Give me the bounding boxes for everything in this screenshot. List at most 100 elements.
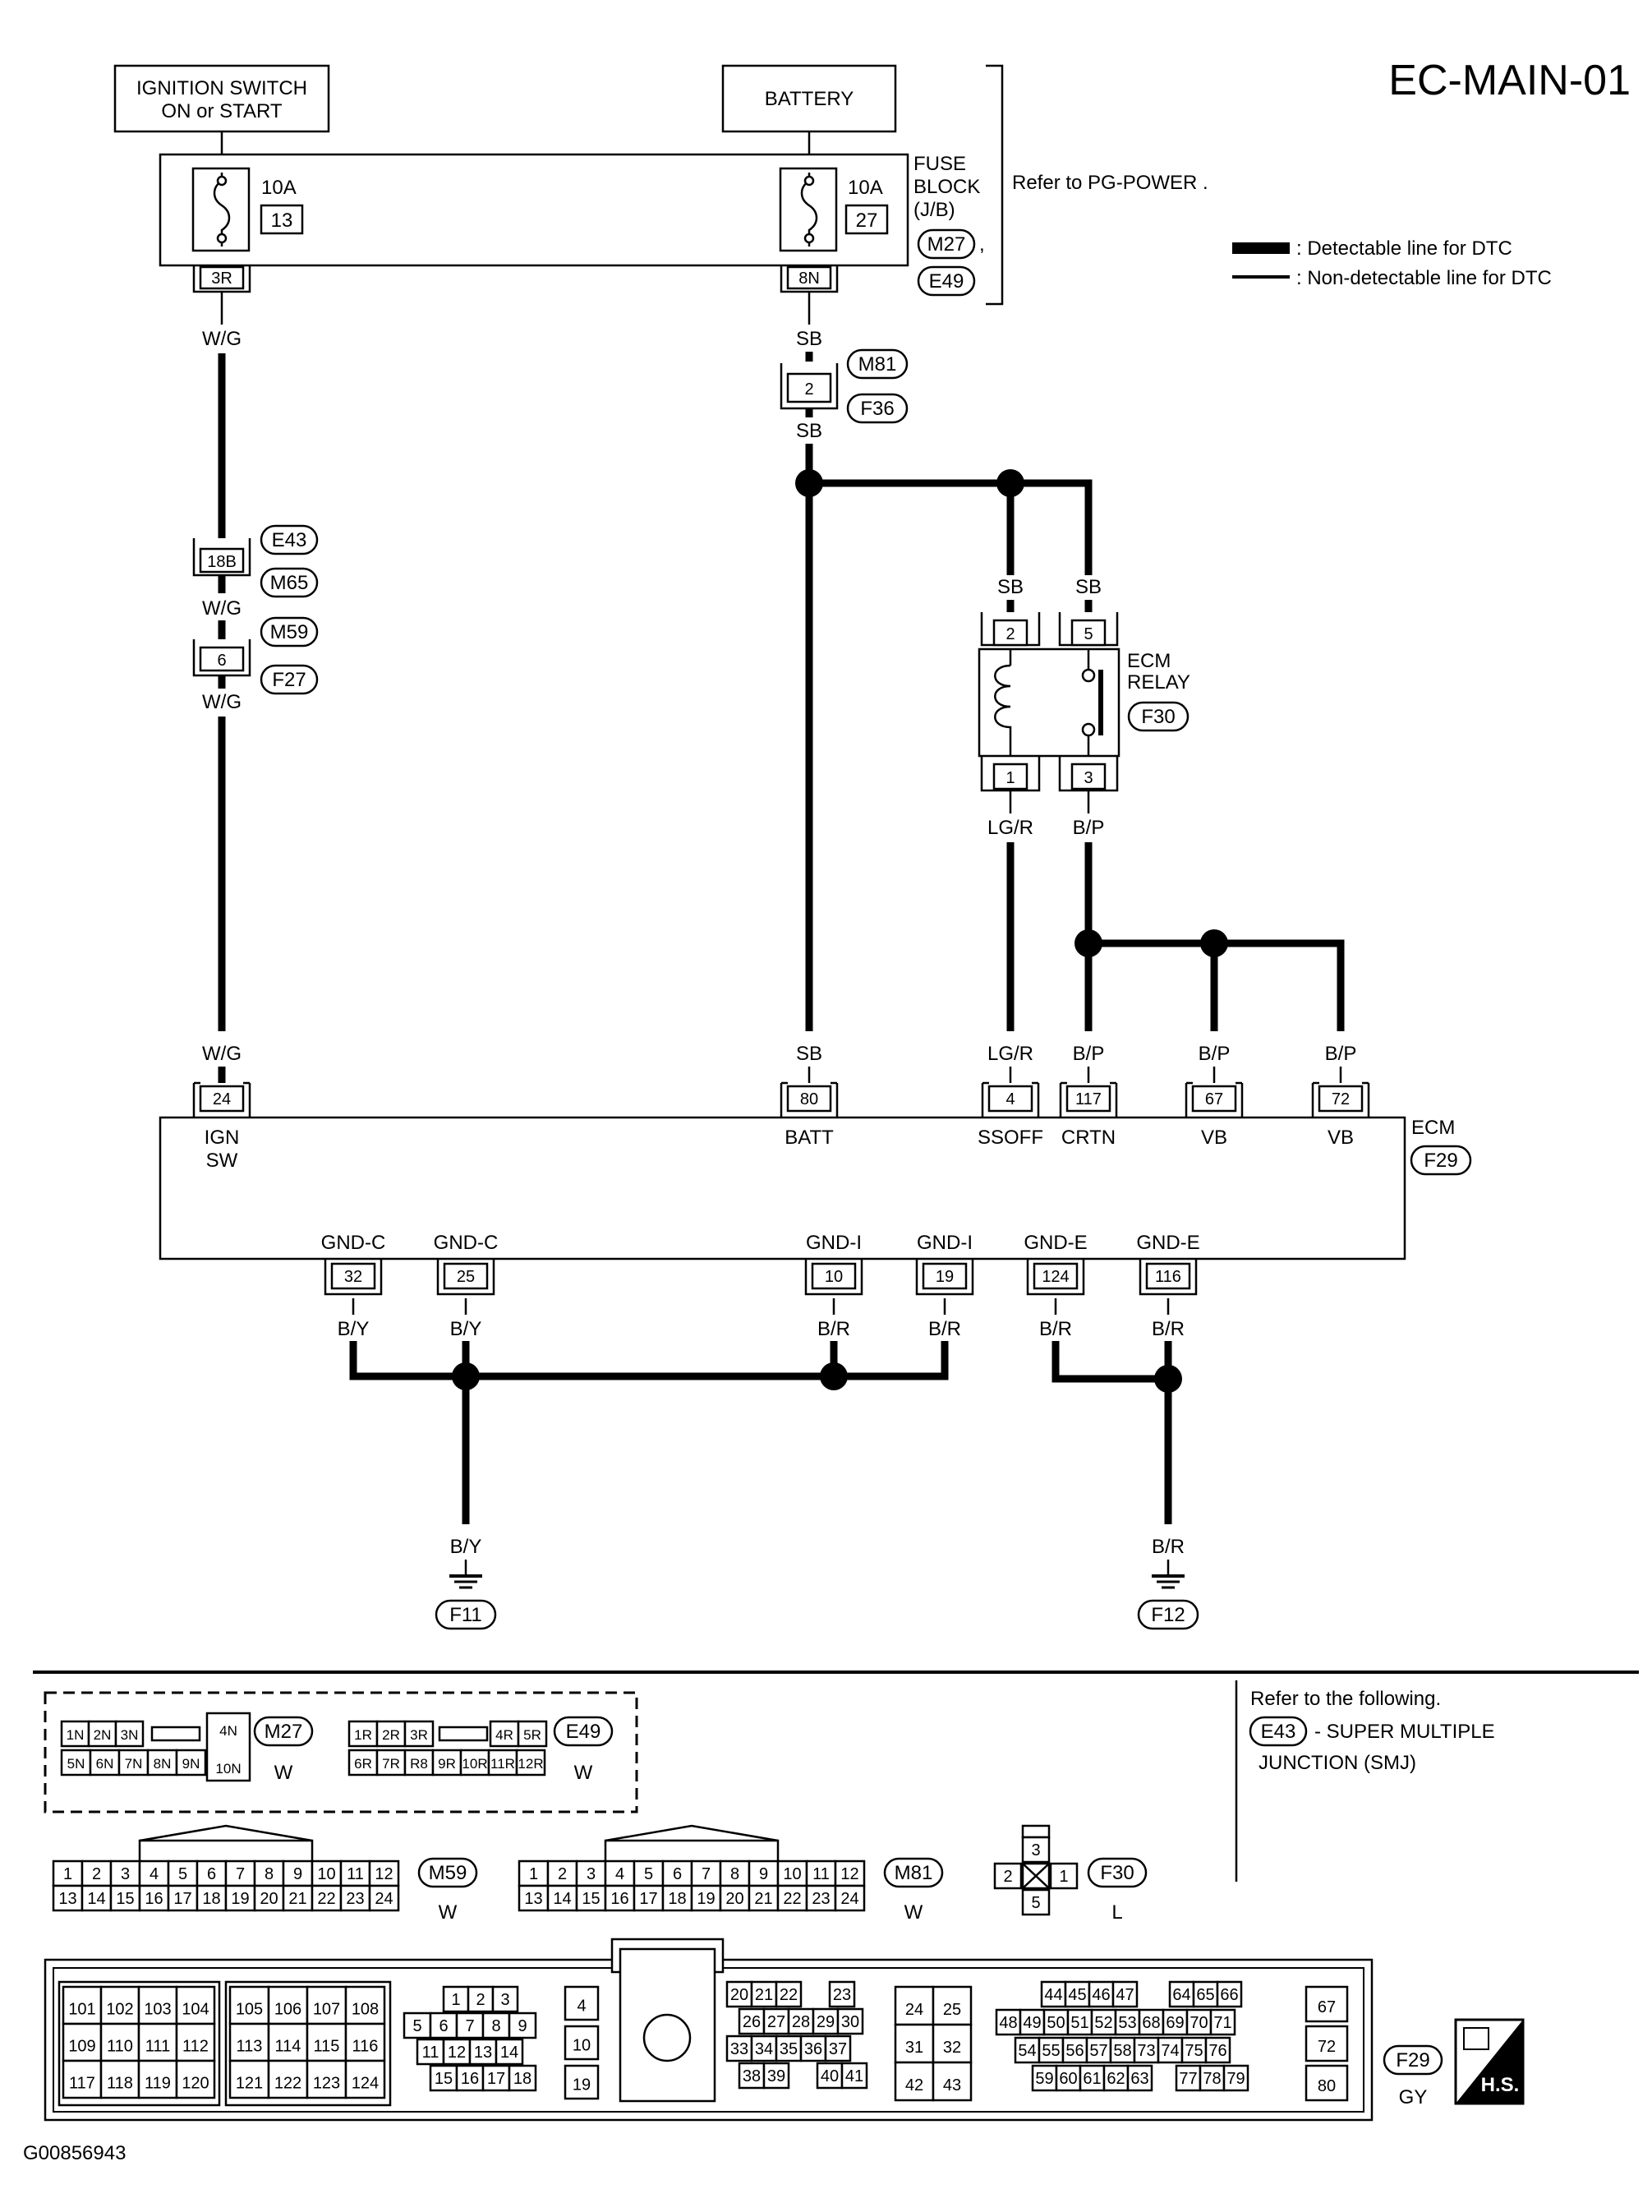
e49-pin-5R: 5R	[523, 1727, 541, 1743]
ground-f12-label: F12	[1151, 1604, 1185, 1626]
refer-note-line2: - SUPER MULTIPLE	[1314, 1721, 1495, 1743]
ecm-gnd-pin-124: 124	[1042, 1268, 1069, 1286]
f29-pin-25: 25	[943, 2001, 961, 2019]
f29-pin-5: 5	[412, 2017, 421, 2035]
f29-pin-13: 13	[474, 2044, 492, 2062]
f29-pin-1: 1	[451, 1991, 460, 2009]
wire-label-br-3: B/R	[1039, 1318, 1072, 1340]
wire-label-wg-1: W/G	[202, 328, 242, 350]
m59-pin-3: 3	[121, 1865, 130, 1883]
ignition-label-1: IGNITION SWITCH	[136, 77, 307, 99]
f29-pin-64: 64	[1172, 1986, 1190, 2004]
ecm-bottom-pins: GND-C32GND-C25GND-I10GND-I19GND-E124GND-…	[321, 1232, 1200, 1296]
f29-pin-77: 77	[1179, 2070, 1197, 2088]
f29-pin-114: 114	[275, 2037, 301, 2055]
fuse-block-label-2: BLOCK	[913, 176, 980, 198]
f29-pin-29: 29	[817, 2013, 835, 2031]
battery-label: BATTERY	[765, 88, 854, 110]
wire-label-sb-3: SB	[796, 1043, 822, 1065]
ecm-gnd-pin-10: 10	[825, 1268, 843, 1286]
m81-pin-12: 12	[840, 1865, 858, 1883]
m81-pin-4: 4	[615, 1865, 624, 1883]
fuse-right-amp: 10A	[848, 177, 883, 199]
battery-box: BATTERY	[721, 64, 897, 133]
refer-note-line3: JUNCTION (SMJ)	[1259, 1752, 1416, 1774]
m59-pin-12: 12	[375, 1865, 393, 1883]
wire-label-br-4: B/R	[1152, 1318, 1185, 1340]
wire-label-bp-3: B/P	[1199, 1043, 1231, 1065]
f29-pin-14: 14	[500, 2044, 518, 2062]
m59-pin-21: 21	[288, 1890, 306, 1908]
m27-pin-5N: 5N	[67, 1756, 85, 1772]
fuse-left-num: 13	[271, 210, 293, 232]
ecm-gnd-pin-116: 116	[1155, 1268, 1181, 1286]
ecm-pin-label-4: SSOFF	[978, 1127, 1043, 1149]
m81-pin-22: 22	[783, 1890, 801, 1908]
f29-pin-111: 111	[145, 2037, 170, 2055]
m27-pin-9N: 9N	[182, 1756, 200, 1772]
m59-pin-24: 24	[375, 1890, 393, 1908]
m59-pin-16: 16	[145, 1890, 163, 1908]
wire-label-sb-2: SB	[796, 420, 822, 442]
wire-label-lgr-2: LG/R	[987, 1043, 1033, 1065]
f29-pin-106: 106	[274, 2000, 301, 2018]
f29-pin-75: 75	[1185, 2042, 1203, 2060]
f29-pin-102: 102	[106, 2000, 133, 2018]
f30-pin-5: 5	[1031, 1894, 1040, 1912]
e49-pin-2R: 2R	[382, 1727, 400, 1743]
wire-label-br-1: B/R	[817, 1318, 850, 1340]
f29-pin-22: 22	[780, 1986, 798, 2004]
f29-pin-45: 45	[1068, 1986, 1086, 2004]
wire-label-sb-5: SB	[1075, 576, 1102, 598]
f29-pin-59: 59	[1035, 2070, 1053, 2088]
f29-pin-72: 72	[1318, 2038, 1336, 2056]
junction-18b-conn-b: M65	[270, 572, 309, 594]
wire-label-wg-4: W/G	[202, 1043, 242, 1065]
m81-pin-6: 6	[673, 1865, 682, 1883]
f29-pin-24: 24	[905, 2001, 923, 2019]
wire-label-lgr-1: LG/R	[987, 817, 1033, 839]
wire-label-bp-4: B/P	[1325, 1043, 1357, 1065]
term-8n-label: 8N	[798, 270, 820, 288]
m59-pin-8: 8	[265, 1865, 274, 1883]
m81-color: W	[904, 1901, 923, 1924]
m81-pin-1: 1	[529, 1865, 538, 1883]
f29-pin-122: 122	[274, 2074, 301, 2092]
f29-pin-16: 16	[461, 2070, 479, 2088]
wire-label-sb-1: SB	[796, 328, 822, 350]
m59-pin-11: 11	[347, 1865, 364, 1883]
wire-label-bp-2: B/P	[1073, 1043, 1105, 1065]
f29-pin-19: 19	[573, 2076, 591, 2094]
f29-pin-37: 37	[829, 2040, 847, 2058]
f29-pin-113: 113	[237, 2037, 263, 2055]
m81-pin-2: 2	[558, 1865, 567, 1883]
f29-pin-63: 63	[1130, 2070, 1148, 2088]
f29-pin-49: 49	[1023, 2014, 1041, 2032]
m81-pin-24: 24	[840, 1890, 858, 1908]
f29-pin-33: 33	[730, 2040, 748, 2058]
f29-pin-18: 18	[513, 2070, 531, 2088]
m81-pin-7: 7	[702, 1865, 711, 1883]
m27-pin-6N: 6N	[96, 1756, 114, 1772]
f29-pin-57: 57	[1089, 2042, 1107, 2060]
f29-pin-7: 7	[465, 2017, 474, 2035]
m59-pin-6: 6	[207, 1865, 216, 1883]
refer-note-line1: Refer to the following.	[1250, 1688, 1441, 1710]
ecm-pin-label-72: VB	[1328, 1127, 1354, 1149]
f30-pin-2: 2	[1003, 1868, 1012, 1886]
m81-pin-19: 19	[697, 1890, 715, 1908]
ecm-pin-24: 24	[213, 1090, 231, 1108]
f29-pin-39: 39	[767, 2067, 785, 2085]
m81-pin-13: 13	[524, 1890, 542, 1908]
m59-pin-7: 7	[236, 1865, 245, 1883]
f29-pin-58: 58	[1113, 2042, 1131, 2060]
junction-18b-label: 18B	[207, 553, 237, 571]
f29-pin-38: 38	[743, 2067, 761, 2085]
ecm-gnd-label-116: GND-E	[1136, 1232, 1199, 1254]
f29-pin-3: 3	[500, 1991, 509, 2009]
f29-pin-41: 41	[845, 2067, 863, 2085]
f29-pin-11: 11	[422, 2044, 439, 2062]
ecm-gnd-label-10: GND-I	[806, 1232, 862, 1254]
m59-pin-19: 19	[231, 1890, 249, 1908]
